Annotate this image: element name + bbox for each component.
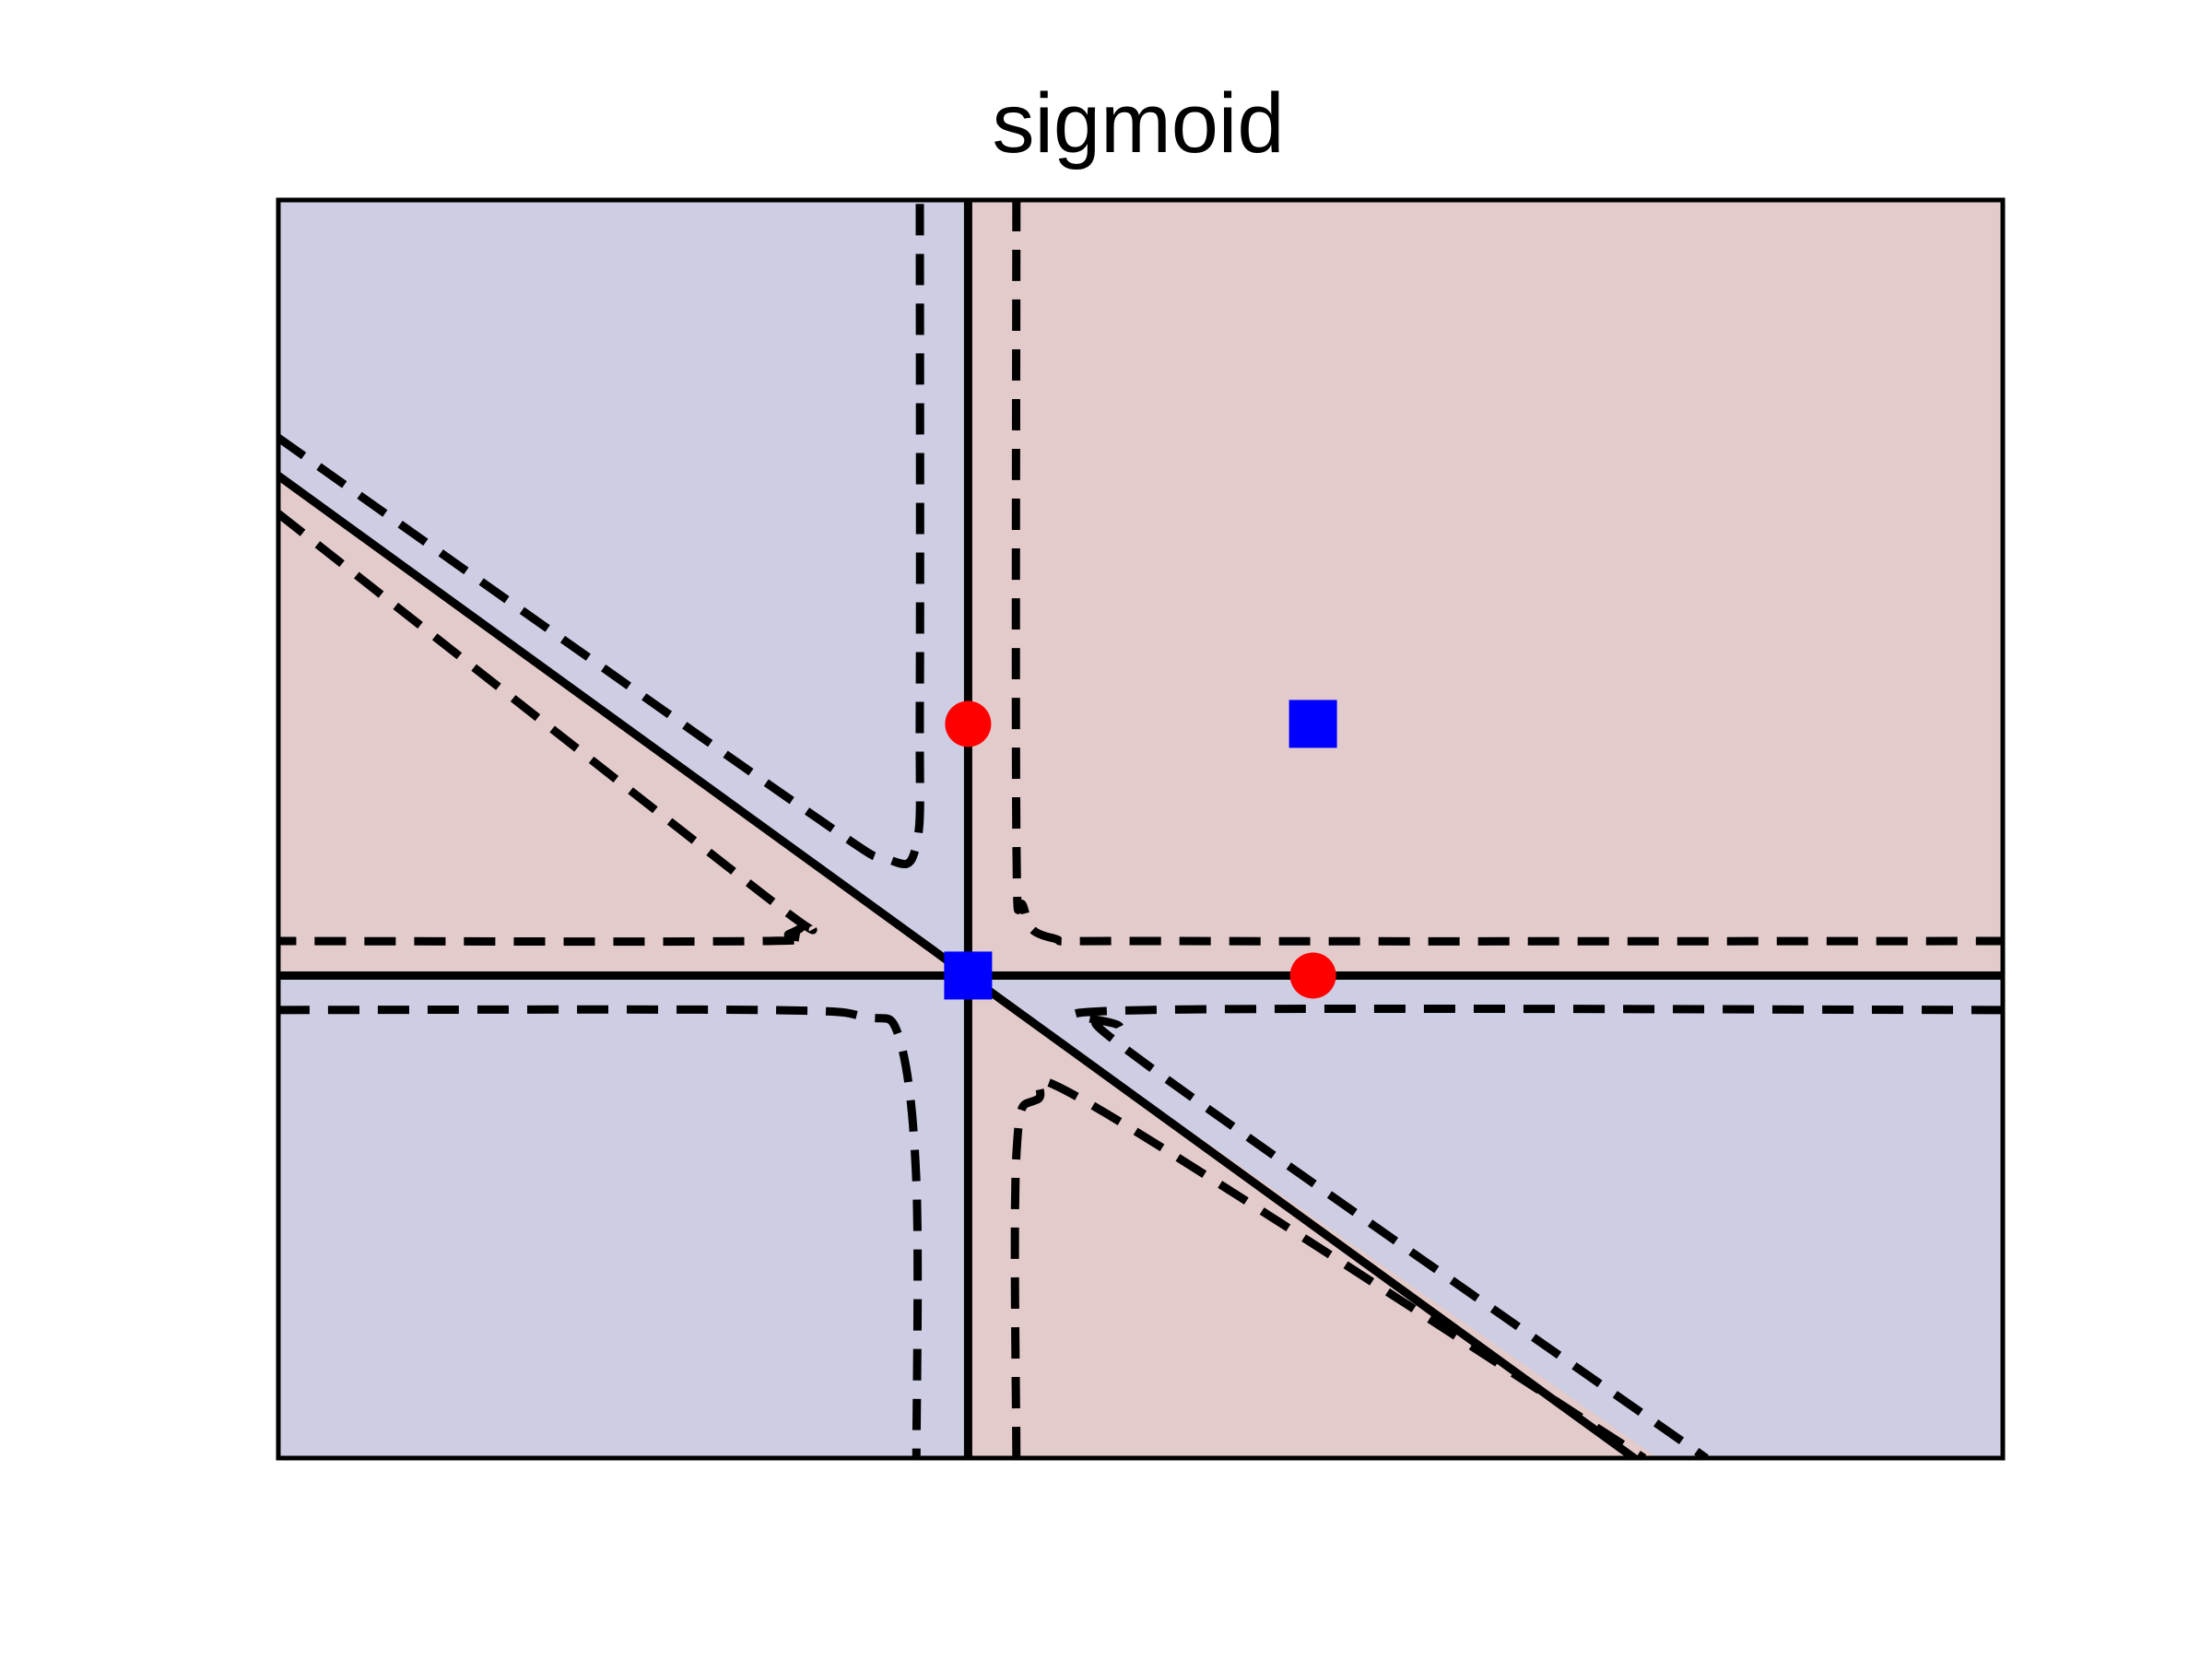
margin-curve-4 <box>1010 1077 1647 1458</box>
red-circle-point <box>1289 952 1336 999</box>
positive-region-0 <box>968 200 2003 976</box>
margin-curve-2 <box>278 510 818 947</box>
chart-title: sigmoid <box>992 76 1284 171</box>
margin-curves <box>278 200 2003 1458</box>
margin-curve-1 <box>1011 200 2003 946</box>
red-circle-point <box>945 700 992 747</box>
blue-square-point <box>1288 700 1337 748</box>
margin-curve-3 <box>278 1005 923 1458</box>
blue-square-point <box>944 951 993 1000</box>
margin-curve-0 <box>278 200 924 868</box>
plot-frame <box>276 197 2006 1461</box>
margin-curve-5 <box>1069 1004 2003 1458</box>
data-points <box>944 700 1337 1000</box>
